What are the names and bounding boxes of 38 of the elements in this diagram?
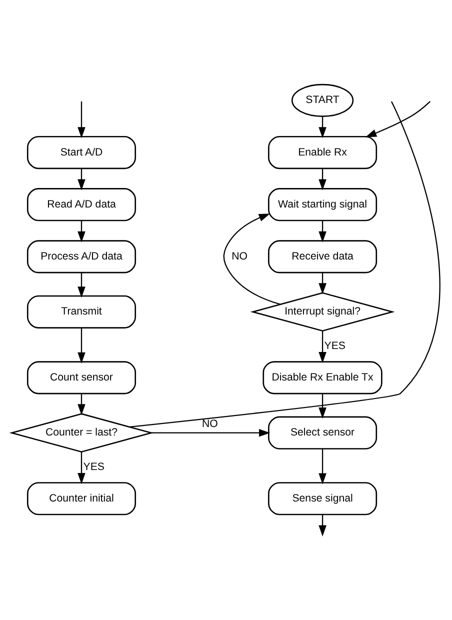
arrow <box>318 168 326 190</box>
arrow <box>78 272 86 298</box>
arrow <box>78 328 86 364</box>
arrow <box>318 448 326 484</box>
node-box: Process A/D data <box>26 240 136 274</box>
arrow <box>78 101 86 138</box>
arrow <box>318 116 326 138</box>
node-box: Wait starting signal <box>268 188 378 222</box>
node-diamond: Counter = last? <box>9 413 154 453</box>
arrow <box>318 272 326 294</box>
node-box: Read A/D data <box>26 188 136 222</box>
arrow <box>318 220 326 242</box>
node-box: Counter initial <box>26 482 136 516</box>
node-diamond: Interrupt signal? <box>250 292 395 332</box>
arrow <box>365 101 431 138</box>
node-ellipse: START <box>291 84 354 117</box>
arrow <box>78 394 86 416</box>
node-box: Enable Rx <box>268 136 378 170</box>
arrow <box>318 514 326 536</box>
arrow <box>78 452 86 484</box>
arrow <box>318 330 326 364</box>
node-box: Count sensor <box>26 361 136 394</box>
arrow <box>318 394 326 419</box>
node-box: Transmit <box>26 295 136 328</box>
edge-label: NO <box>232 250 248 262</box>
node-box: Start A/D <box>26 136 136 170</box>
arrow <box>78 168 86 190</box>
node-box: Select sensor <box>268 416 378 450</box>
node-box: Disable Rx Enable Tx <box>262 361 382 394</box>
node-box: Receive data <box>268 240 378 274</box>
arrow <box>78 220 86 242</box>
node-box: Sense signal <box>268 482 378 516</box>
arrow <box>223 214 280 305</box>
edge-label: YES <box>324 340 346 352</box>
connector <box>130 101 440 428</box>
arrow <box>152 428 270 437</box>
edge-label: NO <box>202 418 218 430</box>
edge-label: YES <box>83 461 104 474</box>
